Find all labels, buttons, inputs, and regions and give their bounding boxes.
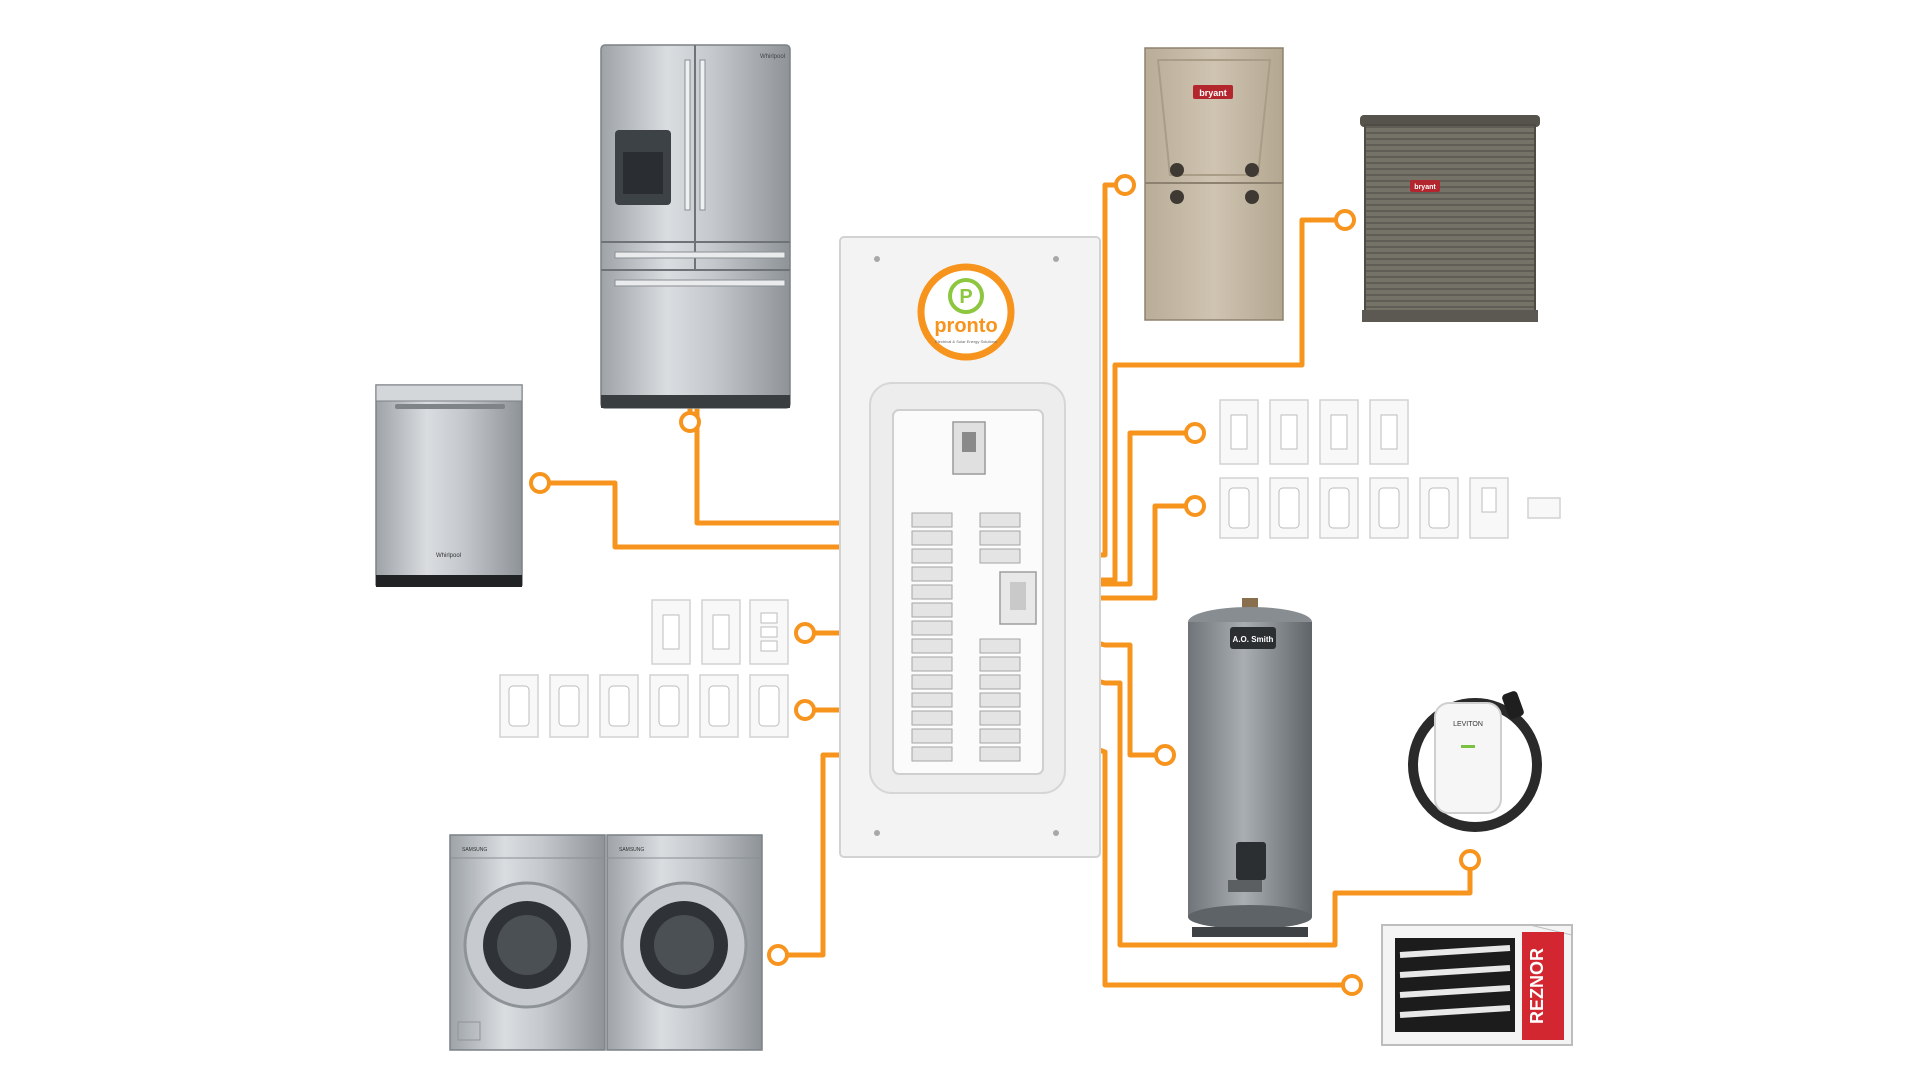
line-condenser <box>1040 217 1345 583</box>
node-outlets-right <box>1184 495 1206 517</box>
refrigerator: Whirlpool <box>600 44 791 409</box>
brand-tagline: Electrical & Solar Energy Solutions <box>935 339 997 344</box>
switch-plates-left <box>651 599 789 665</box>
node-washer-dryer <box>767 944 789 966</box>
dishwasher: Whirlpool <box>375 384 523 587</box>
refrigerator-badge: Whirlpool <box>760 54 785 60</box>
ac-condenser: bryant <box>1360 115 1540 322</box>
node-furnace <box>1114 174 1136 196</box>
node-condenser <box>1334 209 1356 231</box>
water-heater: A.O. Smith <box>1188 598 1312 937</box>
washer-dryer: SAMSUNG SAMSUNG <box>449 834 763 1051</box>
water-heater-badge: A.O. Smith <box>1233 635 1274 644</box>
main-breaker <box>952 421 986 475</box>
line-dishwasher <box>540 480 898 550</box>
ev-charger-badge: LEVITON <box>1453 721 1483 728</box>
node-dishwasher <box>529 472 551 494</box>
unit-heater: REZNOR <box>1381 924 1573 1046</box>
condenser-badge: bryant <box>1414 184 1436 191</box>
svg-text:P: P <box>959 286 972 308</box>
breakers-right <box>979 512 1021 762</box>
node-ev-charger <box>1459 849 1481 871</box>
furnace: bryant <box>1144 47 1284 321</box>
connector-nodes <box>529 174 1481 996</box>
dryer-badge: SAMSUNG <box>619 847 644 853</box>
furnace-badge: bryant <box>1199 88 1227 98</box>
node-unit-heater <box>1341 974 1363 996</box>
unit-heater-badge: REZNOR <box>1527 948 1547 1024</box>
node-refrigerator <box>679 411 701 433</box>
switch-plates-right <box>1219 399 1409 465</box>
brand-name: pronto <box>934 315 997 337</box>
outlet-plates-left <box>499 674 789 738</box>
dishwasher-badge: Whirlpool <box>436 553 461 559</box>
washer-badge: SAMSUNG <box>462 847 487 853</box>
node-outlets-left <box>794 699 816 721</box>
node-switches-left <box>794 622 816 644</box>
node-water-heater <box>1154 744 1176 766</box>
ev-charger: LEVITON <box>1408 691 1542 832</box>
pronto-logo: P pronto Electrical & Solar Energy Solut… <box>917 263 1015 361</box>
node-switches-right <box>1184 422 1206 444</box>
outlet-plates-right <box>1219 477 1561 539</box>
breakers-left <box>911 512 953 762</box>
electrical-panel: P pronto Electrical & Solar Energy Solut… <box>839 236 1101 858</box>
